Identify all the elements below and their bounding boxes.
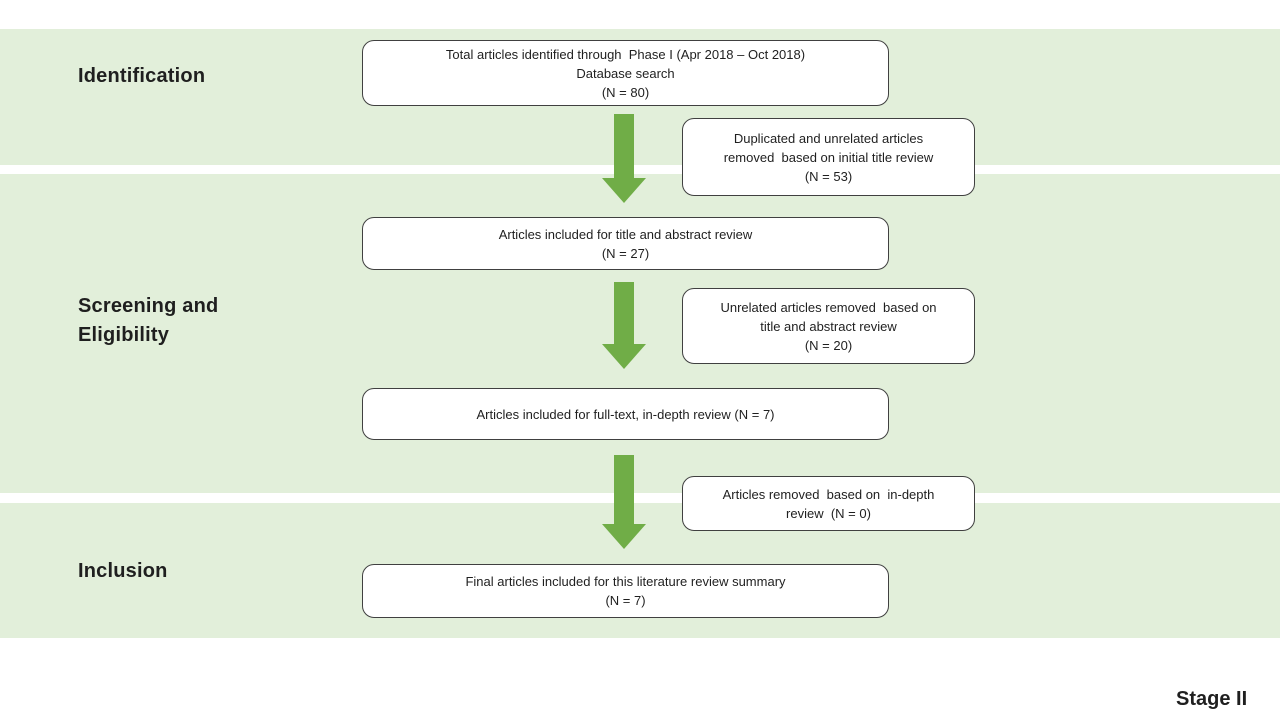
box-text-line: title and abstract review bbox=[760, 318, 897, 334]
stage-label-inclusion: Inclusion bbox=[78, 557, 168, 586]
stage-label-line: Inclusion bbox=[78, 560, 168, 582]
down-arrow-identification-to-screening bbox=[602, 114, 646, 203]
exclusion-box-indepth-review: Articles removed based on in-depth revie… bbox=[682, 476, 975, 531]
stage-label-line: Identification bbox=[78, 65, 206, 87]
box-text-line: (N = 53) bbox=[804, 168, 853, 184]
stage-ii-label: Stage II bbox=[1176, 688, 1248, 710]
stage-label-line: Eligibility bbox=[78, 324, 170, 346]
box-text-line: removed based on initial title review bbox=[723, 149, 934, 165]
box-text-line: Articles included for title and abstract… bbox=[498, 226, 753, 242]
exclusion-box-initial-title-review: Duplicated and unrelated articles remove… bbox=[682, 118, 975, 196]
box-text-line: (N = 7) bbox=[605, 593, 646, 608]
box-text-line: (N = 80) bbox=[601, 84, 650, 100]
flow-box-final-included: Final articles included for this literat… bbox=[362, 564, 889, 618]
stage-label-line: Screening and bbox=[78, 295, 219, 317]
flow-box-title-abstract-review: Articles included for title and abstract… bbox=[362, 217, 889, 270]
box-text-line: Final articles included for this literat… bbox=[465, 574, 786, 589]
box-text-line: Database search bbox=[576, 65, 675, 81]
arrow-head bbox=[602, 178, 646, 203]
box-text-line: Unrelated articles removed based on bbox=[720, 299, 937, 315]
arrow-shaft bbox=[614, 114, 634, 178]
arrow-head bbox=[602, 344, 646, 369]
down-arrow-title-abstract-to-fulltext bbox=[602, 282, 646, 369]
flow-box-total-identified: Total articles identified through Phase … bbox=[362, 40, 889, 106]
exclusion-box-title-abstract-review: Unrelated articles removed based on titl… bbox=[682, 288, 975, 364]
flow-box-fulltext-review: Articles included for full-text, in-dept… bbox=[362, 388, 889, 440]
arrow-head bbox=[602, 524, 646, 549]
down-arrow-fulltext-to-inclusion bbox=[602, 455, 646, 549]
box-text-line: (N = 27) bbox=[601, 245, 650, 261]
box-text-line: Articles included for full-text, in-dept… bbox=[476, 406, 775, 422]
arrow-shaft bbox=[614, 282, 634, 344]
box-text-line: Duplicated and unrelated articles bbox=[733, 130, 924, 146]
box-text-line: review (N = 0) bbox=[786, 505, 871, 521]
stage-label-identification: Identification bbox=[78, 62, 205, 91]
box-text-line: (N = 20) bbox=[804, 337, 853, 353]
arrow-shaft bbox=[614, 455, 634, 524]
box-text-line: Articles removed based on in-depth bbox=[722, 486, 935, 502]
stage-label-screening-eligibility: Screening and Eligibility bbox=[78, 292, 218, 350]
box-text-line: Total articles identified through Phase … bbox=[445, 46, 806, 62]
